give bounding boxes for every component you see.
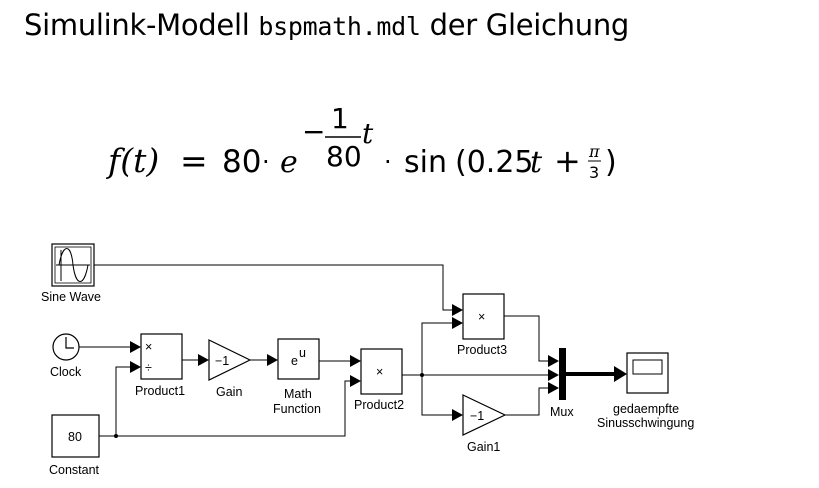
gain-triangle[interactable] bbox=[208, 339, 252, 381]
constant-label: Constant bbox=[49, 463, 100, 477]
arrow-product1-in2 bbox=[130, 361, 141, 373]
block-product2[interactable]: × Product2 bbox=[354, 348, 404, 412]
formula-arg-open: (0.25 bbox=[455, 145, 534, 180]
wire-product2-to-gain1[interactable] bbox=[421, 375, 455, 416]
formula-arg-close: ) bbox=[605, 145, 617, 180]
block-gain1[interactable]: −1 Gain1 bbox=[462, 394, 507, 454]
sine-wave-label: Sine Wave bbox=[41, 290, 101, 304]
sine-wave-inner-frame bbox=[54, 246, 92, 284]
constant-value: 80 bbox=[68, 430, 82, 444]
block-mux[interactable]: Mux bbox=[550, 348, 574, 419]
formula-dot2: · bbox=[384, 148, 392, 176]
formula-func: sin bbox=[404, 145, 447, 180]
formula-dot1: · bbox=[262, 148, 270, 176]
formula-base-e: e bbox=[280, 145, 298, 180]
product1-label: Product1 bbox=[135, 384, 185, 398]
formula-lhs: f(t) bbox=[105, 141, 159, 180]
product3-box[interactable] bbox=[462, 293, 505, 340]
formula-coefficient: 80 bbox=[222, 144, 261, 180]
arrow-product1-in1 bbox=[130, 341, 141, 353]
arrow-scope-in bbox=[614, 366, 627, 382]
gain-label: Gain bbox=[216, 385, 242, 399]
formula-exp-numerator: 1 bbox=[331, 102, 349, 135]
wire-gain1-to-mux[interactable] bbox=[505, 387, 551, 416]
block-math-function[interactable]: e u Math Function bbox=[273, 338, 321, 416]
formula-plus: + bbox=[554, 142, 581, 180]
block-scope[interactable]: gedaempfte Sinusschwingung bbox=[597, 352, 694, 430]
arrow-mux-in1 bbox=[548, 355, 559, 367]
block-product1[interactable]: × ÷ Product1 bbox=[135, 333, 185, 398]
wire-constant-to-product2[interactable] bbox=[99, 380, 353, 437]
arrow-gain1-in bbox=[452, 409, 463, 421]
formula-equals: = bbox=[180, 141, 208, 180]
block-clock[interactable]: Clock bbox=[50, 333, 82, 379]
product1-op-multiply: × bbox=[145, 340, 152, 354]
wire-product3-to-mux[interactable] bbox=[504, 315, 551, 362]
arrow-product2-in2 bbox=[350, 375, 361, 387]
product2-label: Product2 bbox=[354, 398, 404, 412]
formula-pi: π bbox=[588, 142, 600, 161]
branch-point-constant bbox=[114, 434, 118, 438]
product2-box[interactable] bbox=[360, 348, 403, 395]
gain1-value: −1 bbox=[470, 409, 484, 423]
scope-label-2: Sinusschwingung bbox=[597, 416, 694, 430]
arrow-product2-in1 bbox=[350, 355, 361, 367]
formula-exp-sign: − bbox=[302, 115, 325, 148]
math-function-label-2: Function bbox=[273, 402, 321, 416]
wire-sine-to-product3[interactable] bbox=[94, 264, 455, 311]
math-function-box[interactable] bbox=[277, 338, 320, 380]
arrow-product3-in2 bbox=[452, 317, 463, 329]
page-title: Simulink-Modell bspmath.mdl der Gleichun… bbox=[24, 8, 629, 42]
arrow-mux-in3 bbox=[548, 382, 559, 394]
gain-value: −1 bbox=[215, 354, 229, 368]
wire-product2-to-product3[interactable] bbox=[421, 322, 455, 375]
gain1-triangle[interactable] bbox=[462, 394, 507, 436]
product3-label: Product3 bbox=[457, 343, 507, 357]
math-function-base: e bbox=[291, 354, 298, 368]
title-prefix: Simulink-Modell bbox=[24, 8, 259, 42]
formula: f(t) = 80 · e − 1 80 t · sin (0.25 t + π… bbox=[105, 102, 617, 182]
clock-label: Clock bbox=[50, 365, 82, 379]
scope-screen-icon bbox=[632, 359, 663, 375]
product1-box[interactable] bbox=[140, 333, 183, 380]
math-function-exp: u bbox=[299, 346, 306, 360]
arrow-mux-in2 bbox=[548, 369, 559, 381]
arrow-product3-in1 bbox=[452, 304, 463, 316]
product2-op: × bbox=[376, 365, 383, 379]
block-product3[interactable]: × Product3 bbox=[457, 293, 507, 357]
mux-label: Mux bbox=[550, 405, 574, 419]
sine-wave-icon bbox=[58, 248, 89, 282]
formula-arg-var: t bbox=[530, 145, 543, 180]
arrow-mathfunction-in bbox=[267, 354, 278, 366]
math-function-label-1: Math bbox=[284, 387, 312, 401]
product1-op-divide: ÷ bbox=[145, 361, 152, 375]
formula-exp-denominator: 80 bbox=[326, 140, 362, 173]
gain1-label: Gain1 bbox=[467, 440, 500, 454]
block-sine-wave[interactable]: Sine Wave bbox=[41, 243, 101, 304]
arrow-gain-in bbox=[198, 354, 209, 366]
constant-box[interactable] bbox=[51, 414, 100, 458]
mux-bar[interactable] bbox=[559, 348, 566, 400]
title-filename: bspmath.mdl bbox=[258, 12, 421, 41]
block-constant[interactable]: 80 Constant bbox=[49, 414, 100, 477]
title-suffix: der Gleichung bbox=[420, 8, 630, 42]
scope-label-1: gedaempfte bbox=[613, 402, 679, 416]
block-gain[interactable]: −1 Gain bbox=[208, 339, 252, 399]
formula-exp-var: t bbox=[362, 117, 374, 150]
formula-three: 3 bbox=[589, 163, 599, 182]
wire-constant-to-product1[interactable] bbox=[115, 366, 133, 436]
clock-hands bbox=[65, 337, 74, 349]
product3-op: × bbox=[478, 310, 485, 324]
